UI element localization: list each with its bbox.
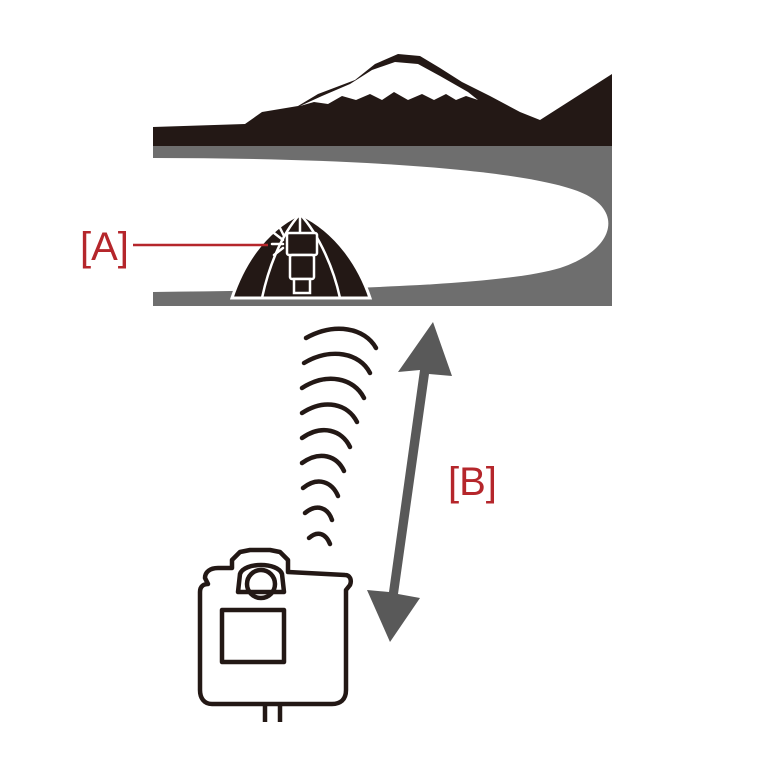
mountain-silhouette [153, 54, 612, 146]
camera-rear-screen [219, 607, 287, 665]
distance-arrow [367, 322, 452, 642]
camera-eyepiece [244, 567, 278, 601]
callout-b-label: [B] [448, 460, 497, 504]
tent-with-flash [229, 212, 373, 300]
flash-burst-icon [270, 226, 286, 257]
flash-unit-icon [285, 231, 319, 295]
mountain-snowcap [300, 62, 478, 106]
camera-icon [197, 547, 354, 722]
callout-a-label: [A] [80, 225, 129, 269]
camera-body [197, 547, 354, 707]
wireless-signal-icon [299, 326, 379, 547]
camera-viewfinder [235, 562, 287, 595]
